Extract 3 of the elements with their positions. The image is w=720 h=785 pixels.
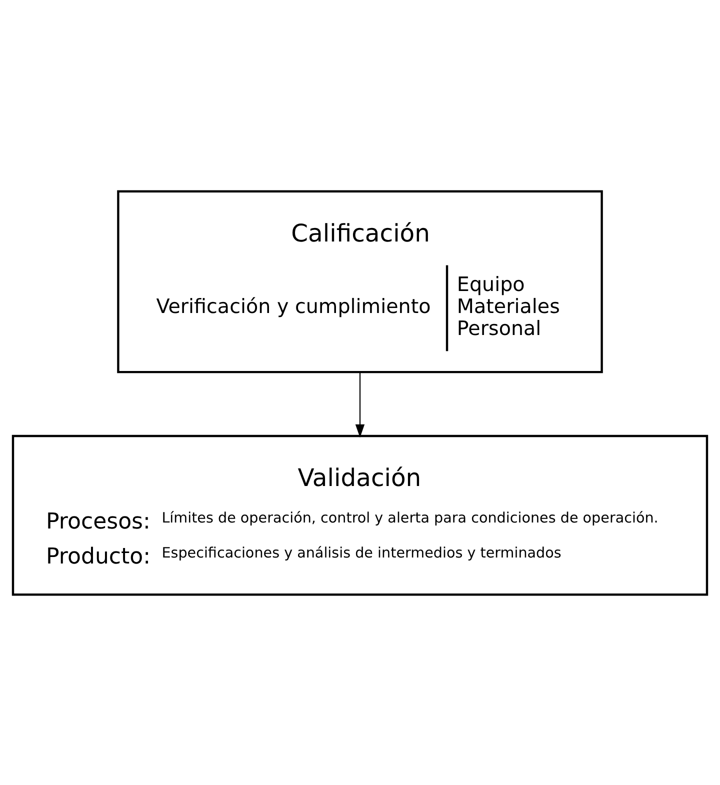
- node-box: Validación Procesos: Límites de operación, control y alerta para condiciones de operación. Producto: Especificaciones y análisis de intermedios y terminados: [12, 434, 708, 596]
- arrow: [355, 372, 365, 438]
- node-box: Calificación Verificación y cumplimiento Equipo Materiales Personal: [117, 190, 603, 373]
